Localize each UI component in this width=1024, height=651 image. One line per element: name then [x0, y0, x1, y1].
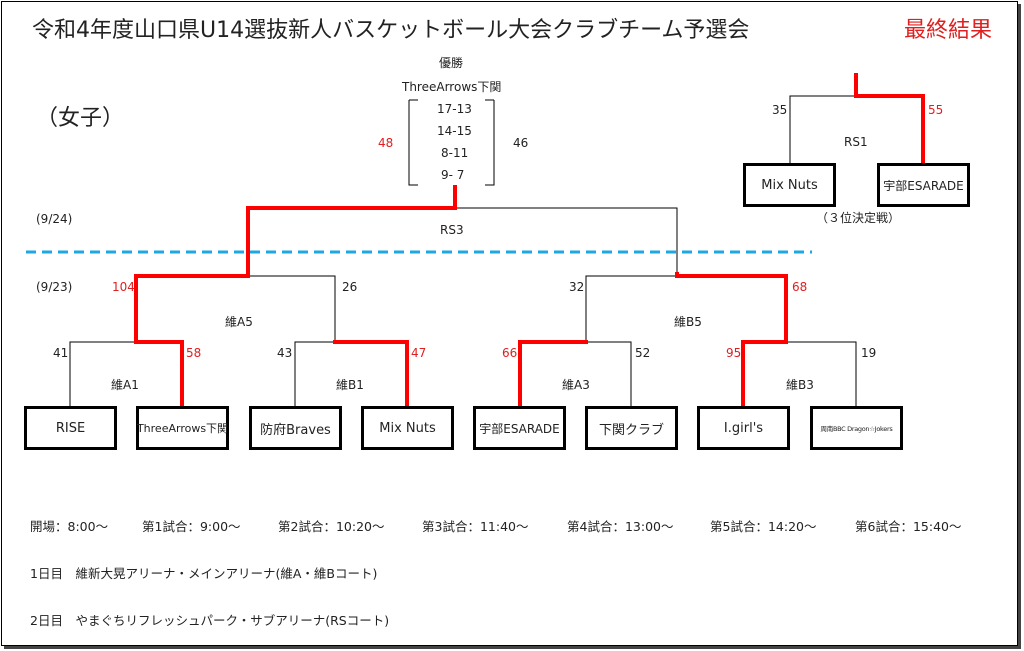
- game-label-b1: 維B1: [336, 378, 364, 392]
- game-label-a3: 維A3: [562, 378, 590, 392]
- score-a5-left: 104: [112, 280, 135, 294]
- score-a1-left: 41: [53, 346, 69, 360]
- set-score-1: 17-13: [437, 102, 472, 116]
- date-day1: (9/23): [36, 280, 73, 294]
- b3-winner-line: [741, 340, 788, 406]
- a1-winner-line: [134, 340, 184, 406]
- a5-loser-line: [248, 275, 336, 340]
- set-score-2: 14-15: [437, 124, 472, 138]
- schedule-game-2: 第2試合：10:20～: [278, 519, 385, 534]
- b3-loser-line: [786, 341, 857, 406]
- team-box-hofu-braves: 防府Braves: [249, 406, 342, 450]
- schedule-game-1: 第1試合：9:00～: [142, 519, 241, 534]
- a1-loser-line: [69, 341, 136, 406]
- a3-loser-line: [586, 341, 632, 406]
- score-b3-right: 19: [861, 346, 877, 360]
- schedule-game-4: 第4試合：13:00～: [567, 519, 674, 534]
- b1-loser-line: [294, 341, 335, 406]
- set-score-4: 9- 7: [441, 168, 465, 182]
- score-rs1-left: 35: [772, 103, 788, 117]
- game-label-a5: 維A5: [225, 315, 253, 329]
- date-day2: (9/24): [36, 212, 73, 226]
- rs3-winner-line: [246, 185, 457, 272]
- team-box-threearrows: ThreeArrows下関: [136, 406, 229, 450]
- team-box-mix-nuts: Mix Nuts: [361, 406, 454, 450]
- champion-team: ThreeArrows下関: [402, 80, 502, 94]
- rs1-loser-line: [789, 95, 856, 163]
- b5-loser-line: [585, 275, 677, 340]
- rs3-loser-line: [455, 207, 678, 272]
- score-rs1-right: 55: [928, 103, 944, 117]
- team-box-ube-esarade: 宇部ESARADE: [473, 406, 566, 450]
- page-title: 令和4年度山口県U14選抜新人バスケットボール大会クラブチーム予選会: [32, 18, 750, 43]
- game-label-a1: 維A1: [111, 378, 139, 392]
- schedule-game-5: 第5試合：14:20～: [710, 519, 817, 534]
- champion-label: 優勝: [439, 56, 464, 70]
- score-a1-right: 58: [186, 346, 202, 360]
- score-a3-right: 52: [635, 346, 651, 360]
- score-a3-left: 66: [502, 346, 518, 360]
- third-place-label: （３位決定戦）: [816, 211, 901, 225]
- a5-winner-line: [134, 272, 250, 340]
- team-box-rise: RISE: [24, 406, 117, 450]
- team-box-shimonoseki-club: 下関クラブ: [585, 406, 678, 450]
- venue-day2: 2日目 やまぐちリフレッシュパーク・サブアリーナ(RSコート): [30, 613, 390, 628]
- game-label-rs3: RS3: [440, 223, 464, 237]
- score-b3-left: 95: [726, 346, 742, 360]
- score-b5-left: 32: [569, 280, 585, 294]
- team-box-rs1-mix-nuts: Mix Nuts: [743, 163, 836, 207]
- division-label: （女子）: [36, 106, 125, 131]
- game-label-b3: 維B3: [786, 378, 814, 392]
- team-box-shunan-bbc: 周南BBC Dragon☆Jokers: [810, 406, 903, 450]
- result-status: 最終結果: [904, 18, 993, 43]
- score-b1-left: 43: [277, 346, 293, 360]
- b5-winner-line: [675, 272, 788, 340]
- schedule-open: 開場：8:00～: [30, 519, 109, 534]
- schedule-game-6: 第6試合：15:40～: [855, 519, 962, 534]
- set-score-3: 8-11: [441, 146, 469, 160]
- a3-winner-line: [518, 340, 588, 406]
- score-b1-right: 47: [411, 346, 427, 360]
- final-score-right: 46: [513, 136, 529, 150]
- team-box-igirls: I.girl's: [697, 406, 790, 450]
- final-score-left: 48: [378, 136, 394, 150]
- score-a5-right: 26: [342, 280, 358, 294]
- rs1-winner-line: [854, 73, 925, 163]
- venue-day1: 1日目 維新大晃アリーナ・メインアリーナ(維A・維Bコート): [30, 566, 378, 581]
- game-label-b5: 維B5: [674, 315, 702, 329]
- game-label-rs1: RS1: [844, 135, 868, 149]
- schedule-game-3: 第3試合：11:40～: [422, 519, 529, 534]
- team-box-rs1-ube-esarade: 宇部ESARADE: [877, 163, 970, 207]
- b1-winner-line: [333, 340, 409, 406]
- champion-bracket: [408, 99, 495, 186]
- score-b5-right: 68: [792, 280, 808, 294]
